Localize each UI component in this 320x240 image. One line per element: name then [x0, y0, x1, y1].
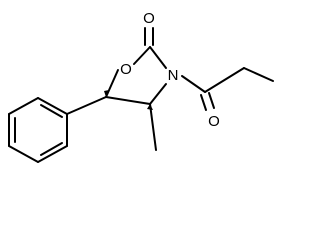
oxazolidinone-ring	[105, 46, 167, 105]
structure-drawing: O O N O	[8, 10, 274, 163]
phenyl-double-bond	[40, 104, 63, 118]
phenyl-double-bond	[40, 142, 63, 156]
ring-bond-c5-o1	[105, 69, 119, 98]
molecule-structure: O O N O	[8, 10, 274, 163]
phenyl-bond	[8, 145, 39, 163]
ethyl-bond	[243, 67, 274, 82]
ring-bond-n3-c4	[149, 83, 167, 105]
ring-bond-o1-c2	[133, 46, 151, 65]
acyl-oxygen-label: O	[208, 113, 220, 130]
methyl-bond	[149, 103, 157, 151]
acyl-carbonyl-bond-line	[208, 92, 215, 109]
ring-bond-c2-n3	[149, 46, 167, 69]
phenyl-bond	[8, 97, 39, 115]
stereo-wedge-c5	[104, 90, 109, 97]
phenyl-ring	[8, 97, 68, 163]
acyl-ethyl-bond	[204, 67, 245, 93]
propionyl-chain	[181, 67, 274, 111]
phenyl-c5-bond	[66, 96, 107, 115]
ring-bond-c4-c5	[105, 96, 151, 105]
phenyl-bond	[37, 145, 68, 163]
ring-oxygen-label: O	[120, 61, 132, 78]
ring-carbonyl-double-bond	[144, 27, 154, 46]
phenyl-bond	[37, 97, 68, 115]
n-acyl-bond	[181, 75, 206, 93]
carbonyl-oxygen-label: O	[143, 10, 155, 27]
acyl-carbonyl-bond-line	[200, 94, 207, 111]
ring-nitrogen-label: N	[168, 67, 179, 84]
